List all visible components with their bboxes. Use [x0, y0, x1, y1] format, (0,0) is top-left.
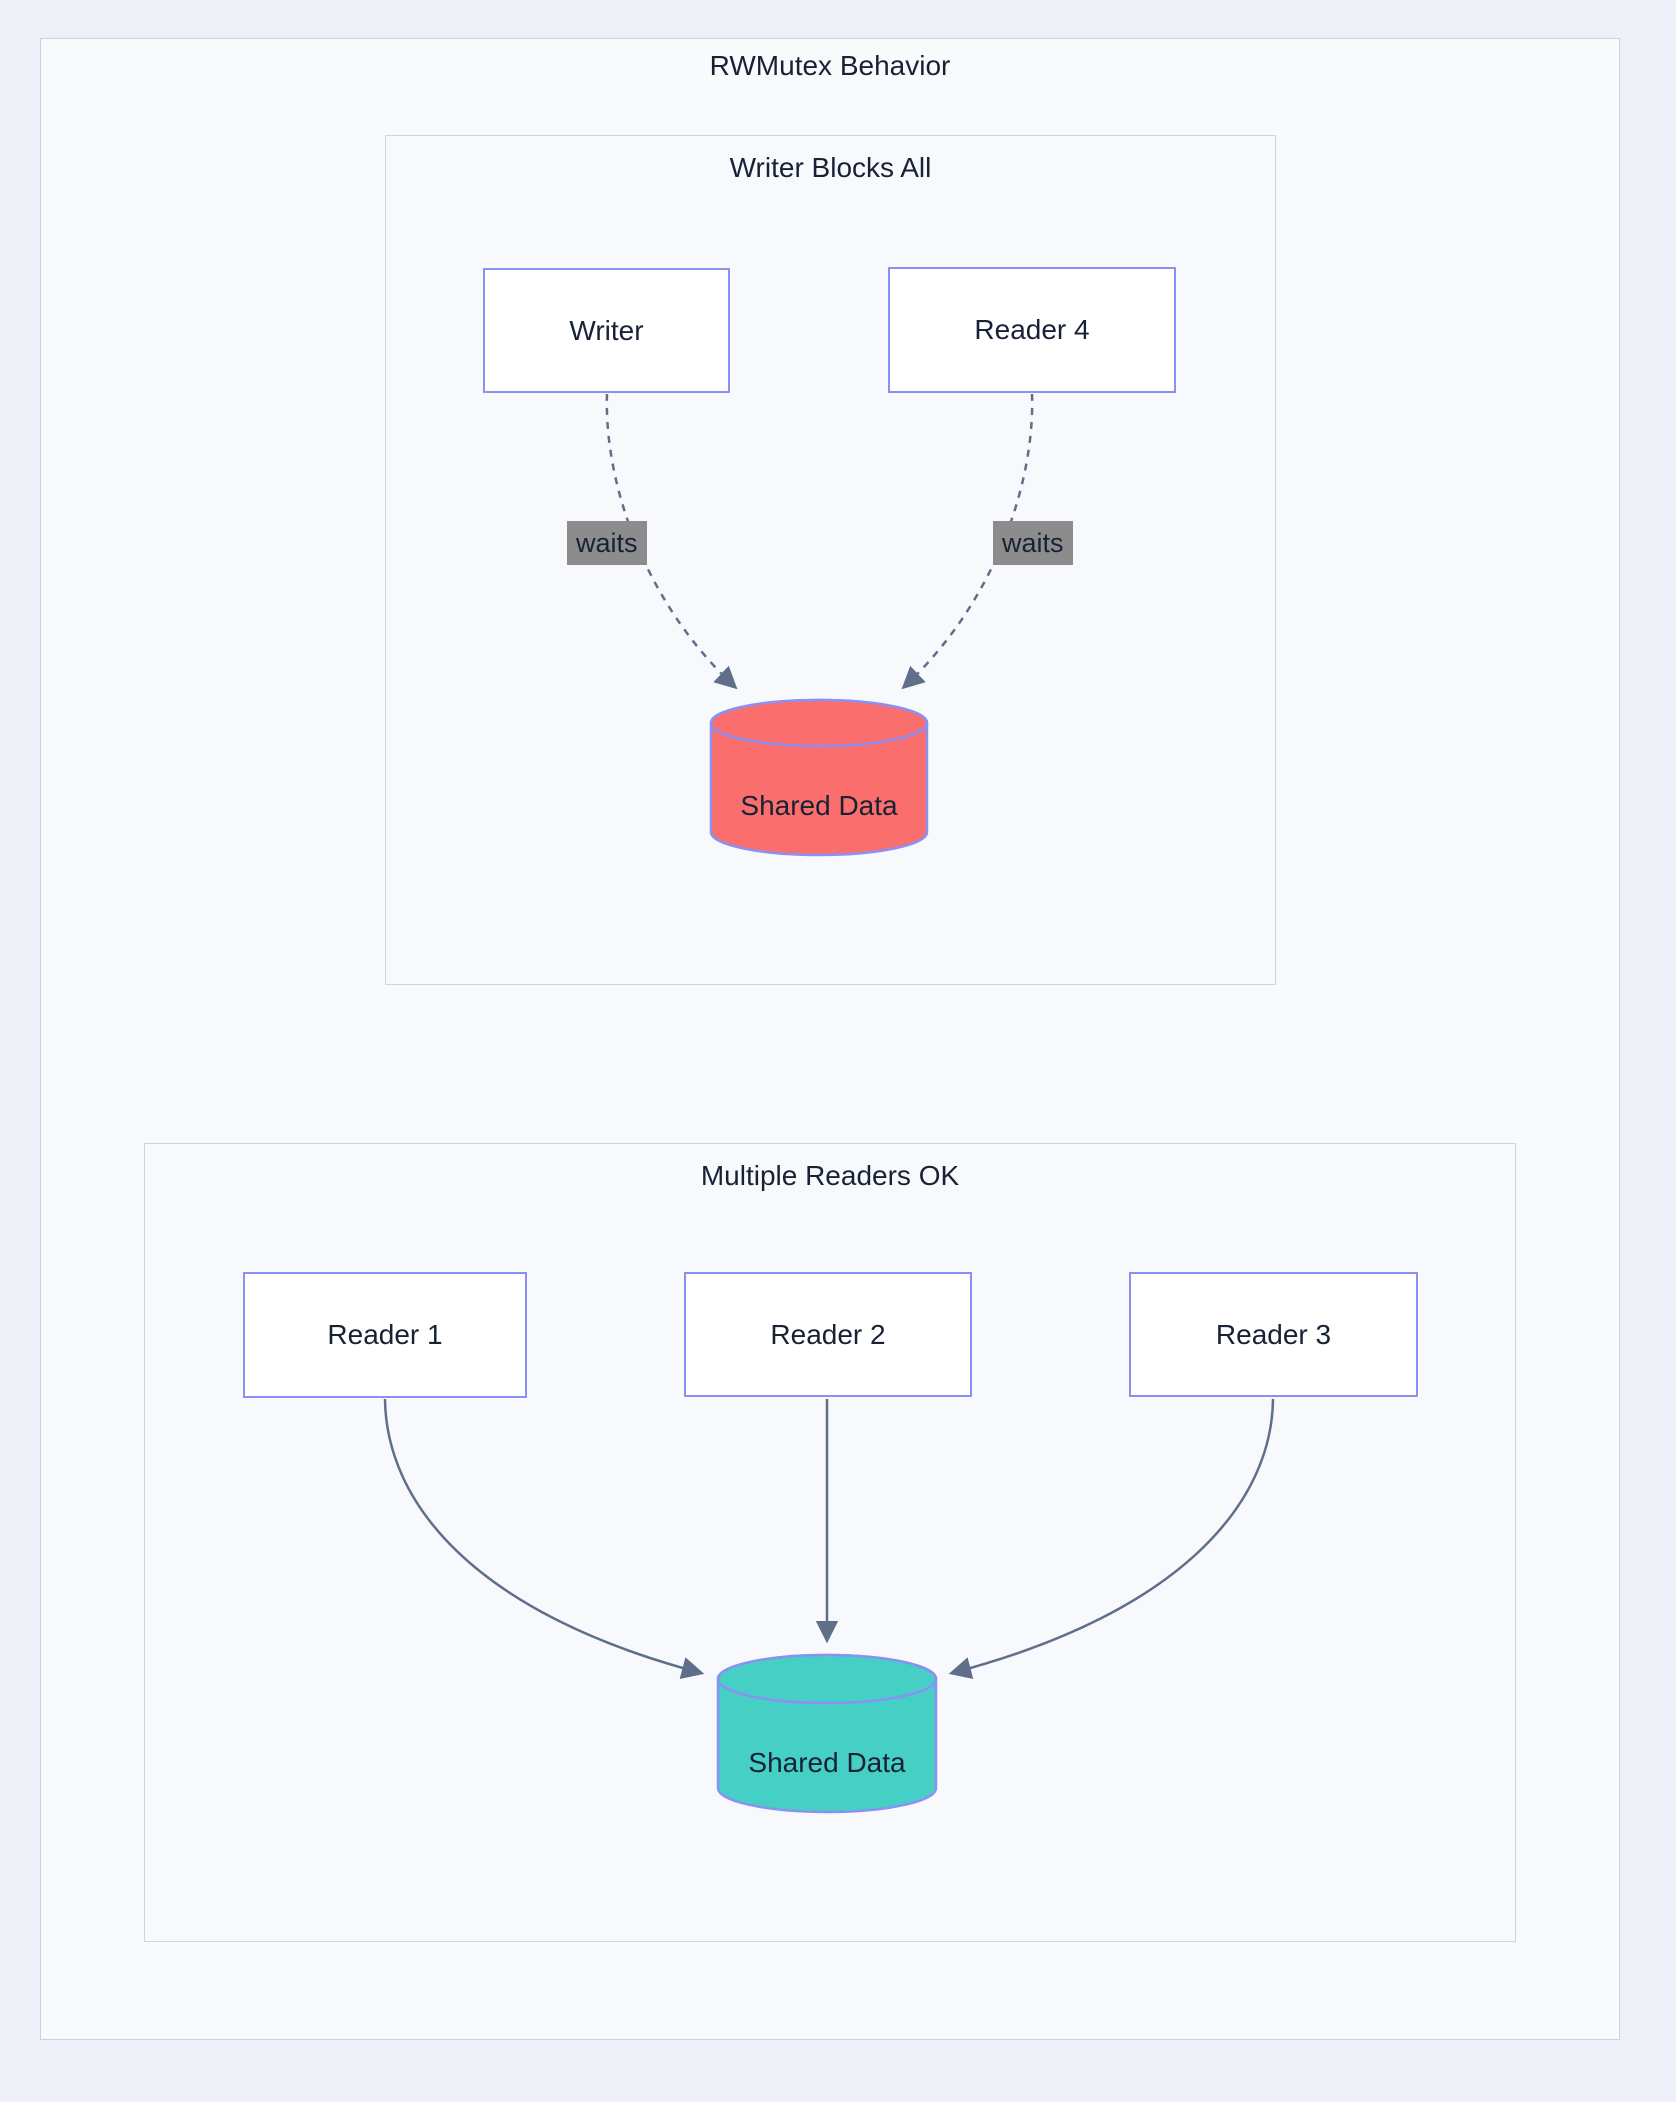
node-reader1: Reader 1 [243, 1272, 527, 1398]
subgraph-writer-blocks-all-title: Writer Blocks All [729, 152, 932, 183]
shared-data-blocked-label: Shared Data [740, 790, 898, 821]
subgraph-multiple-readers-ok-title: Multiple Readers OK [700, 1160, 960, 1191]
shared-data-blocked-cylinder [709, 698, 929, 857]
node-reader4-label: Reader 4 [974, 314, 1090, 345]
node-reader3-label: Reader 3 [1215, 1318, 1332, 1350]
shared-data-ok-label: Shared Data [748, 1747, 906, 1778]
edge-reader3-to-shared [948, 1398, 1275, 1680]
edge-reader1-to-shared [383, 1398, 705, 1679]
node-reader2: Reader 2 [684, 1272, 972, 1397]
node-reader4: Reader 4 [888, 267, 1176, 393]
shared-data-ok-cylinder [716, 1653, 938, 1814]
shared-data-ok-rim [716, 1653, 938, 1705]
node-writer-label: Writer [569, 314, 644, 346]
node-reader1-label: Reader 1 [327, 1319, 443, 1350]
edge-label-reader4-waits: waits [993, 521, 1073, 566]
edge-label-writer-waits: waits [567, 521, 647, 566]
diagram-title: RWMutex Behavior [709, 50, 951, 81]
node-reader3: Reader 3 [1129, 1272, 1418, 1397]
shared-data-blocked-rim [709, 698, 929, 748]
node-reader2-label: Reader 2 [770, 1318, 886, 1350]
node-writer: Writer [483, 268, 730, 393]
